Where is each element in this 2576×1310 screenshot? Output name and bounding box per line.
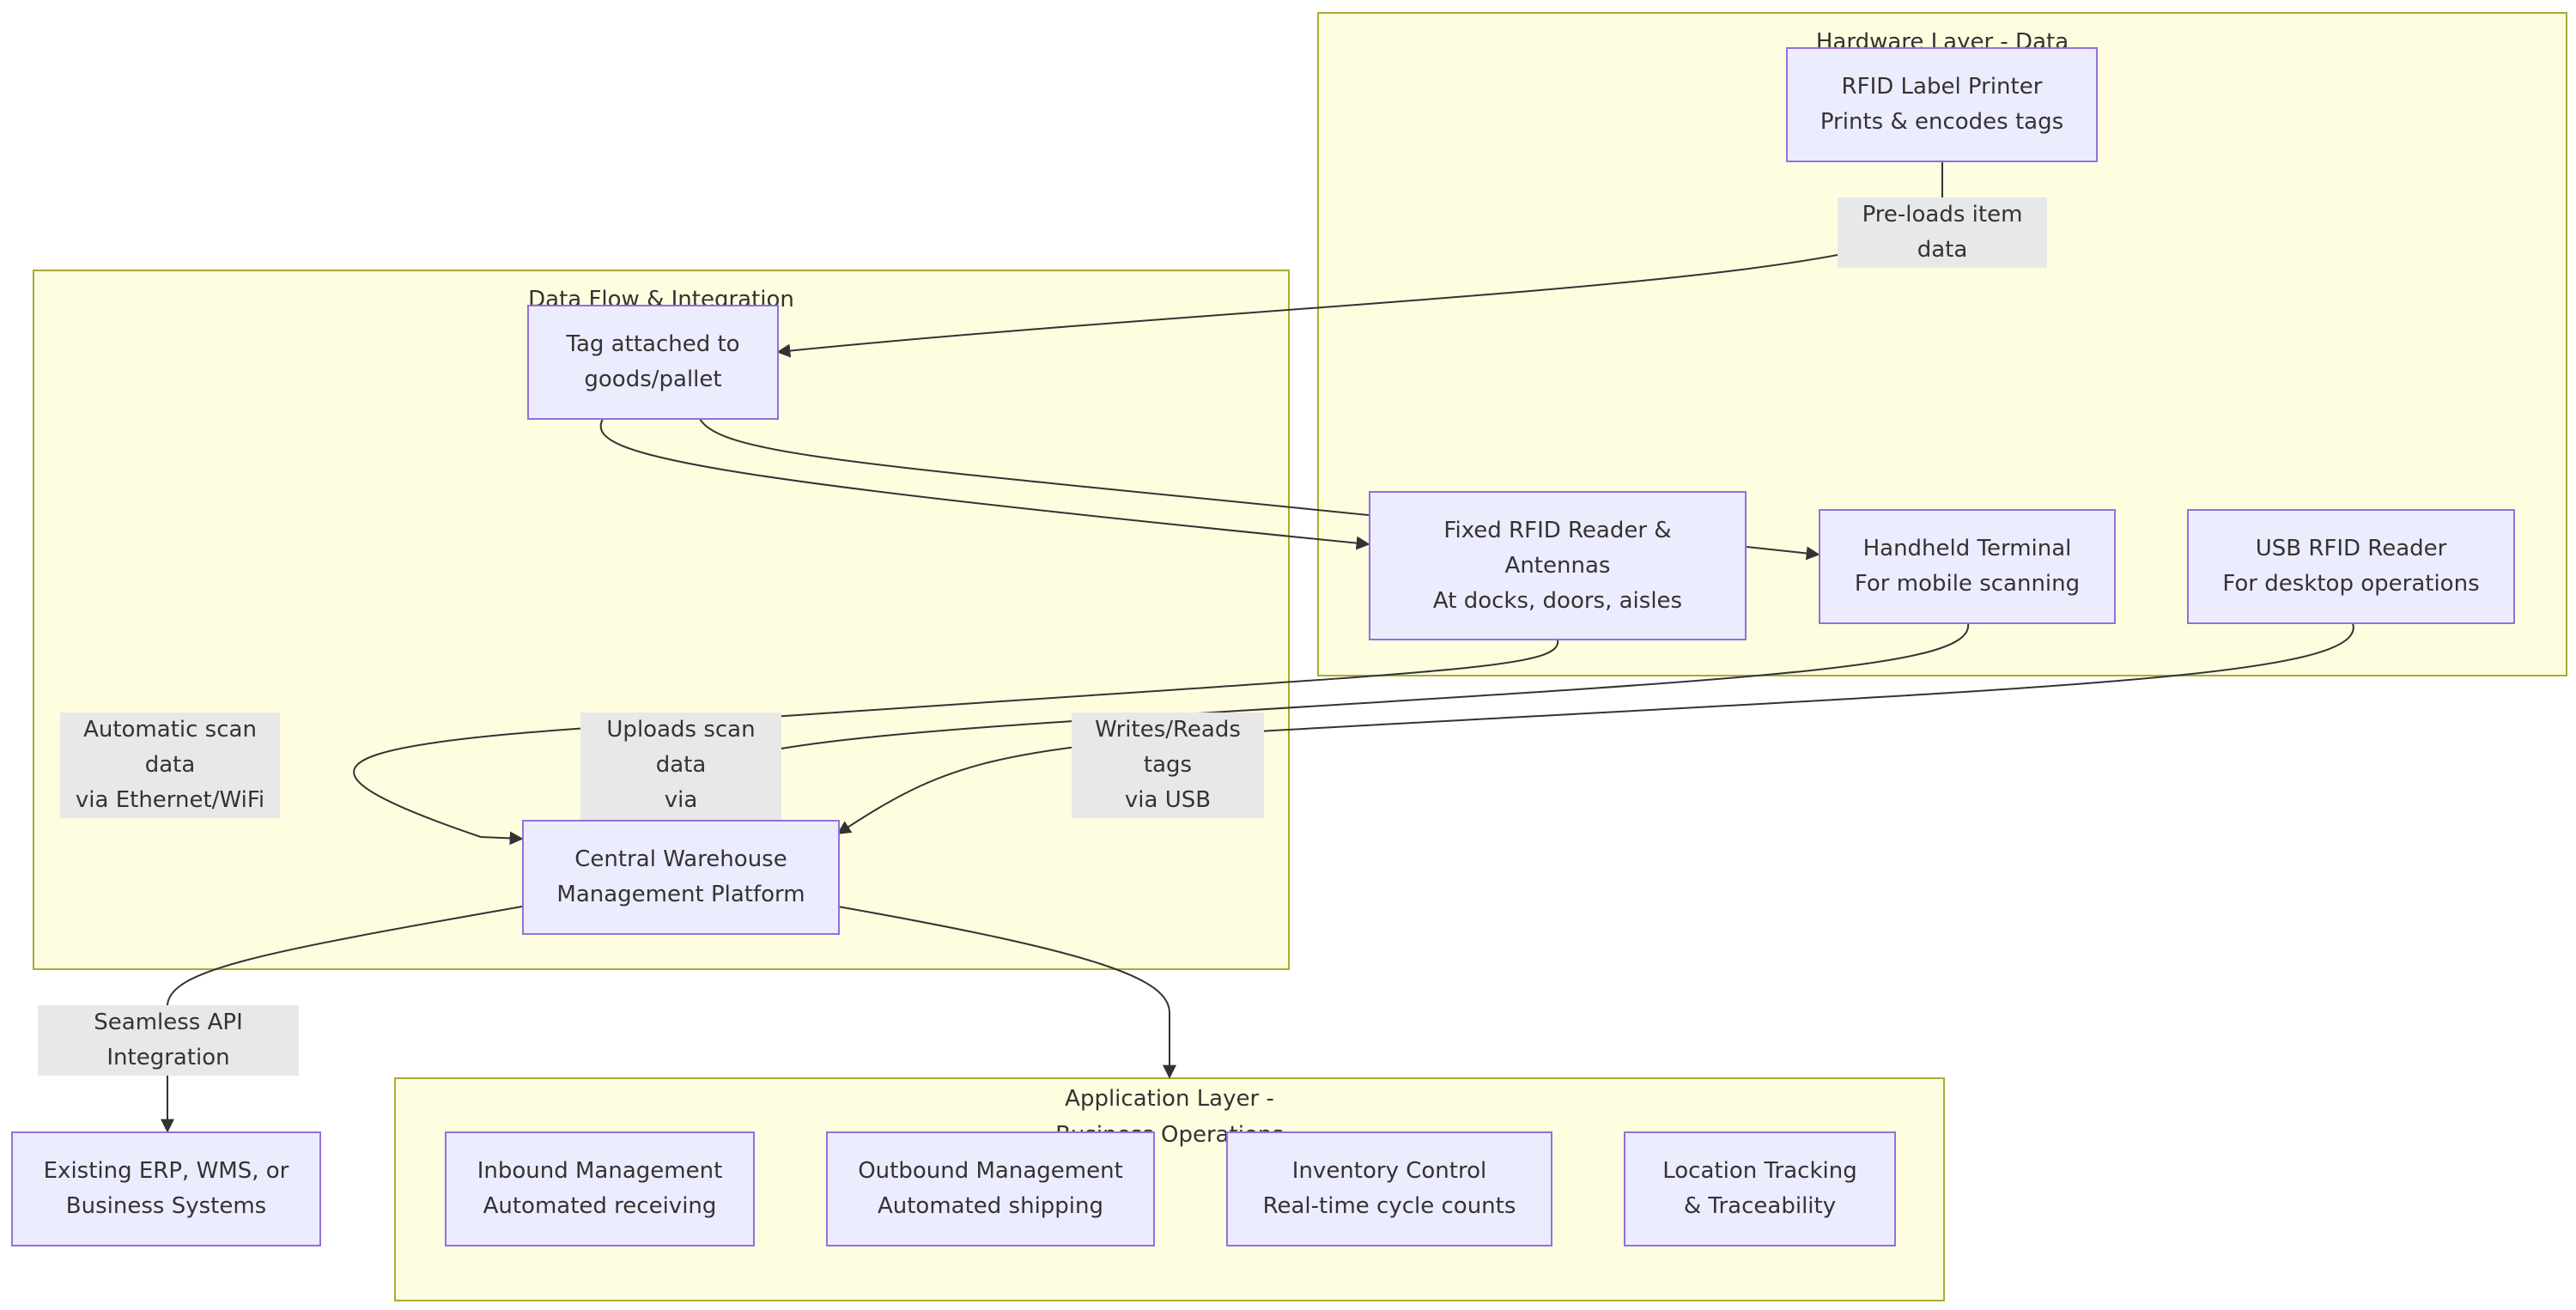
edge-fixed-to-handheld (1746, 546, 1820, 561)
node-handheld-terminal-text: Handheld Terminal For mobile scanning (1854, 536, 2081, 597)
node-outbound-management[interactable]: Outbound Management Automated shipping (826, 1131, 1155, 1246)
edge-platform-to-erp (161, 906, 523, 1133)
node-tag-attached[interactable]: Tag attached to goods/pallet (527, 305, 779, 420)
edge-label-preloads: Pre-loads item data (1838, 197, 2047, 268)
edge-fixed-to-platform (353, 639, 1559, 846)
node-location-tracking-text: Location Tracking & Traceability (1662, 1158, 1857, 1219)
node-existing-erp[interactable]: Existing ERP, WMS, or Business Systems (11, 1131, 321, 1246)
node-inbound-management-text: Inbound Management Automated receiving (477, 1158, 723, 1219)
node-inventory-control-text: Inventory Control Real-time cycle counts (1262, 1158, 1516, 1219)
edge-label-api: Seamless API Integration (38, 1005, 299, 1076)
node-inbound-management[interactable]: Inbound Management Automated receiving (445, 1131, 755, 1246)
edge-handheld-to-platform (671, 622, 1970, 820)
node-rfid-label-printer[interactable]: RFID Label Printer Prints & encodes tags (1786, 47, 2098, 162)
edge-printer-to-tag (776, 161, 1943, 358)
node-fixed-rfid-reader[interactable]: Fixed RFID Reader & Antennas At docks, d… (1369, 491, 1747, 640)
edge-label-writes: Writes/Reads tags via USB (1072, 713, 1264, 818)
edge-tag-to-fixed-reader (599, 418, 1370, 550)
node-usb-rfid-reader-text: USB RFID Reader For desktop operations (2222, 536, 2480, 597)
node-outbound-management-text: Outbound Management Automated shipping (858, 1158, 1123, 1219)
node-existing-erp-text: Existing ERP, WMS, or Business Systems (43, 1158, 289, 1219)
edge-platform-to-application (837, 906, 1176, 1079)
edge-label-automatic: Automatic scan data via Ethernet/WiFi (60, 713, 280, 818)
node-handheld-terminal[interactable]: Handheld Terminal For mobile scanning (1819, 509, 2116, 624)
node-central-platform-text: Central Warehouse Management Platform (556, 846, 805, 907)
node-usb-rfid-reader[interactable]: USB RFID Reader For desktop operations (2187, 509, 2515, 624)
node-inventory-control[interactable]: Inventory Control Real-time cycle counts (1226, 1131, 1552, 1246)
node-location-tracking[interactable]: Location Tracking & Traceability (1624, 1131, 1896, 1246)
edge-tag-to-fixed-reader-2 (699, 418, 1370, 516)
edge-usb-to-platform (836, 622, 2354, 834)
node-rfid-label-printer-text: RFID Label Printer Prints & encodes tags (1820, 74, 2064, 135)
node-fixed-rfid-reader-text: Fixed RFID Reader & Antennas At docks, d… (1432, 517, 1683, 614)
node-tag-attached-text: Tag attached to goods/pallet (566, 331, 740, 392)
node-central-platform[interactable]: Central Warehouse Management Platform (522, 820, 840, 935)
